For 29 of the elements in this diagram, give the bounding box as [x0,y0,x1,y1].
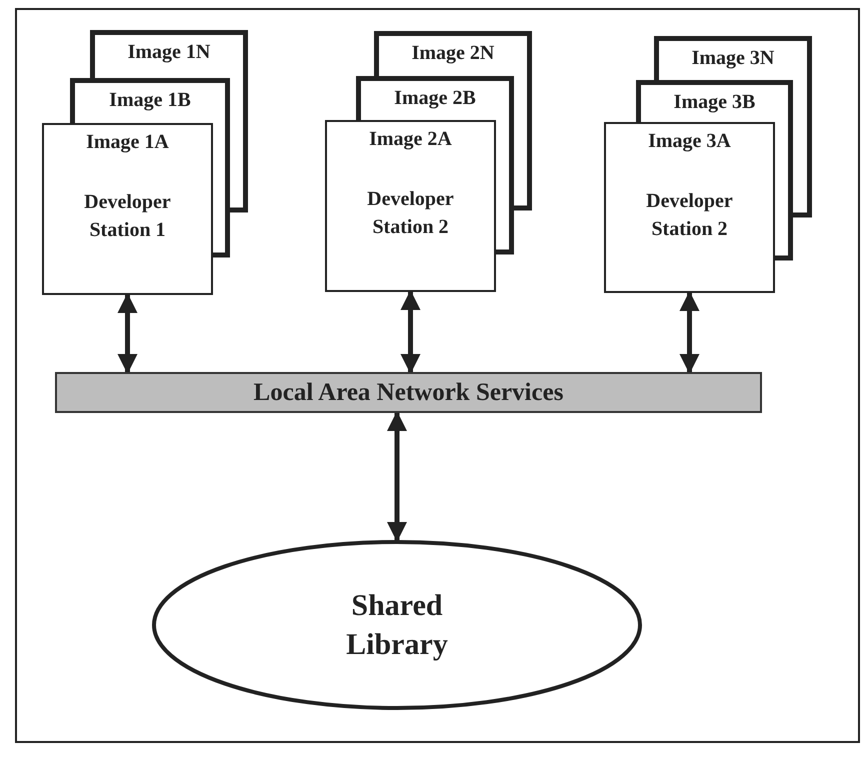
developer-station-card [42,123,213,295]
node-title: Image 3A [648,130,731,153]
node-title: Image 1A [86,131,169,154]
library-ellipse [152,540,642,710]
developer-station-card [604,122,775,293]
image-card [636,80,793,122]
double-arrow [118,293,138,374]
network-bar [55,372,762,413]
node-title: Image 2N [410,42,496,65]
node-title: Image 1B [108,89,192,112]
image-card [654,36,812,80]
node-title: Image 3N [690,47,776,70]
node-title: Image 2A [369,128,452,151]
double-arrow [680,291,700,374]
node-title: Image 1N [126,41,212,64]
double-arrow [387,411,407,542]
node-title: Image 3B [672,91,756,114]
image-card [374,31,532,76]
node-subtitle: Developer Station 2 [645,189,734,242]
image-card [356,76,514,120]
image-card [70,78,230,123]
developer-station-card [325,120,496,292]
node-title: Shared Library [345,588,449,663]
image-card [90,30,248,78]
double-arrow [400,290,420,374]
node-subtitle: Developer Station 1 [83,190,172,243]
node-subtitle: Developer Station 2 [366,187,455,240]
node-title: Image 2B [393,87,477,110]
node-title: Local Area Network Services [254,378,564,406]
